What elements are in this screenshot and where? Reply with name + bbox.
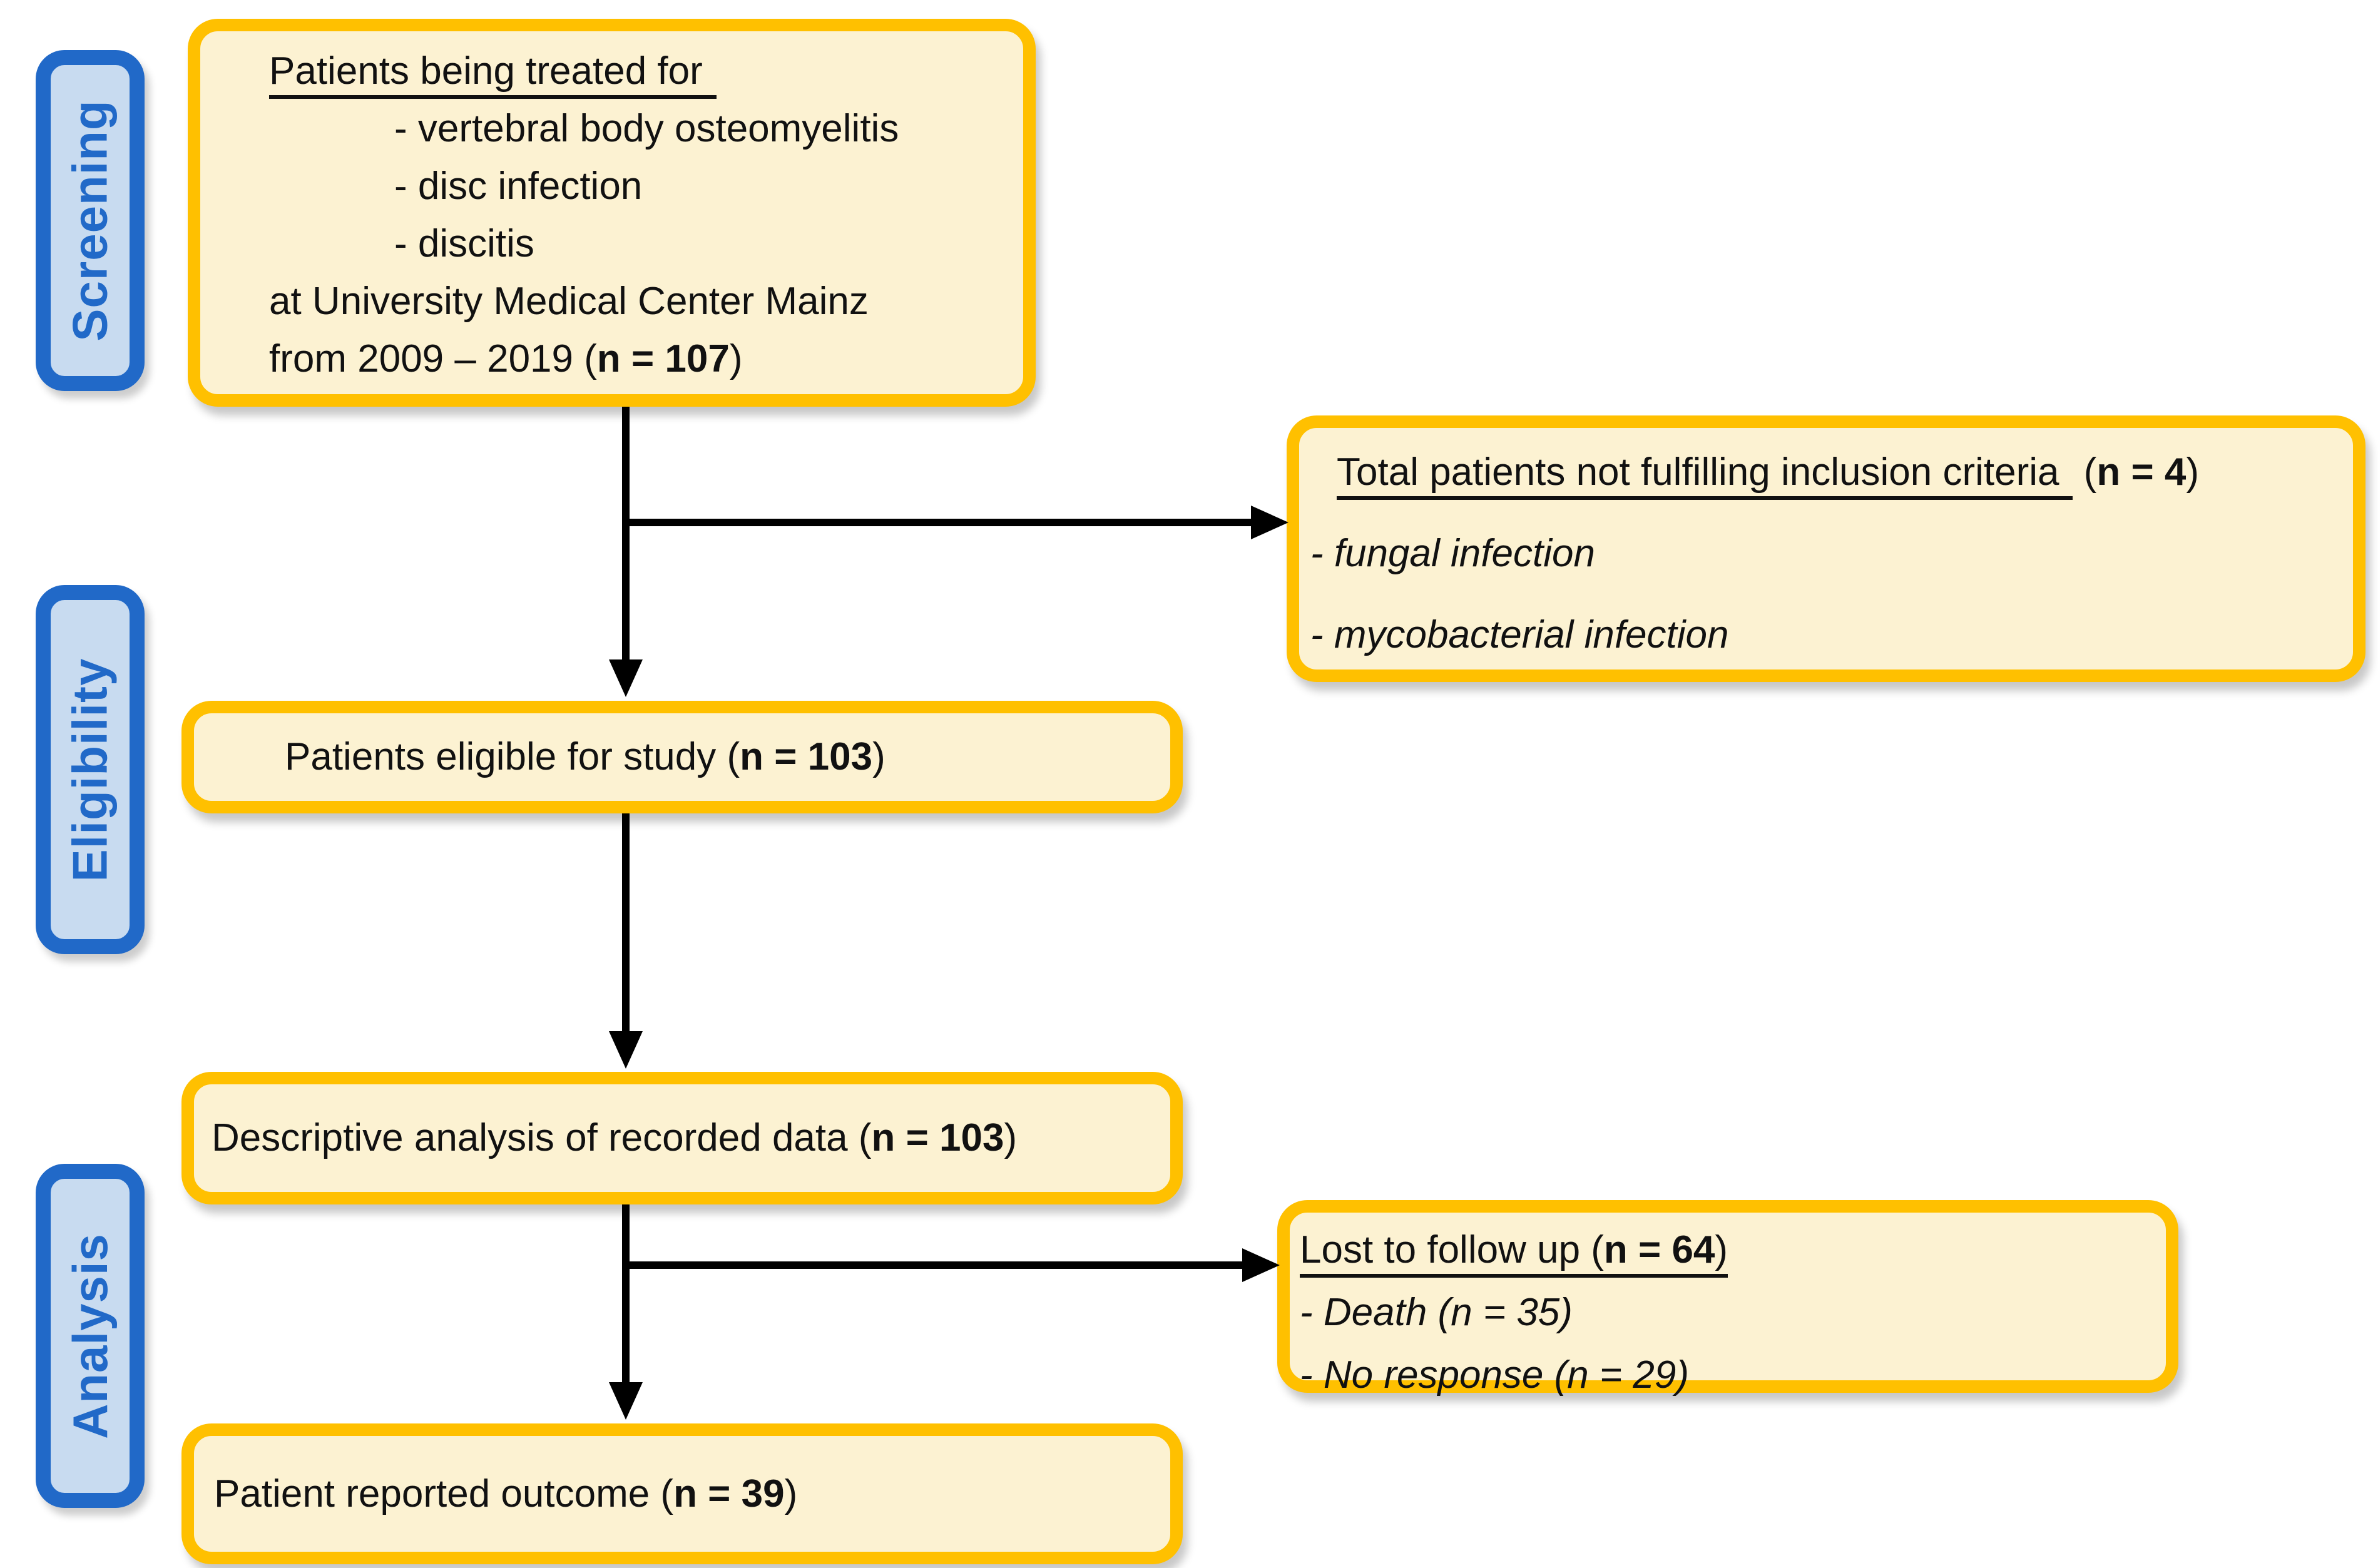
arrow-branch-to-excluded-head-icon <box>1251 506 1289 539</box>
box-patients-eligible: Patients eligible for study (n = 103) <box>181 701 1183 813</box>
n-count: n = 4 <box>2096 451 2187 494</box>
box-patient-reported-outcome: Patient reported outcome (n = 39) <box>181 1423 1183 1564</box>
box-descriptive-analysis: Descriptive analysis of recorded data (n… <box>181 1072 1183 1204</box>
stage-label-analysis-text: Analysis <box>62 1233 118 1439</box>
stage-label-screening: Screening <box>36 50 145 391</box>
arrow-descriptive-to-outcome-head-icon <box>609 1382 643 1420</box>
box-lost-to-follow-up-title: Lost to follow up (n = 64) <box>1300 1219 2153 1281</box>
box-lost-to-follow-up-item: - No response (n = 29) <box>1300 1353 1690 1397</box>
stage-label-screening-text: Screening <box>62 99 118 342</box>
n-count: n = 103 <box>871 1116 1004 1159</box>
box-lost-to-follow-up-item: - Death (n = 35) <box>1300 1291 1573 1334</box>
stage-label-eligibility: Eligibility <box>36 585 145 954</box>
box-patients-treated-item: - disc infection <box>394 165 643 208</box>
box-patients-treated-period: from 2009 – 2019 (n = 107) <box>269 337 743 380</box>
arrow-branch-to-lost-head-icon <box>1242 1248 1280 1282</box>
box-patients-treated-location: at University Medical Center Mainz <box>269 280 869 323</box>
box-lost-to-follow-up: Lost to follow up (n = 64) - Death (n = … <box>1277 1200 2178 1397</box>
arrow-branch-to-lost-line <box>622 1261 1244 1269</box>
box-patients-treated: Patients being treated for - vertebral b… <box>188 19 1036 407</box>
n-count: n = 103 <box>740 735 873 778</box>
arrow-descriptive-to-outcome-line <box>622 1204 630 1385</box>
box-not-fulfilling-criteria-item: - mycobacterial infection <box>1310 613 1729 656</box>
arrow-treated-to-eligible-head-icon <box>609 659 643 697</box>
box-patients-eligible-text: Patients eligible for study (n = 103) <box>285 735 885 778</box>
stage-label-eligibility-text: Eligibility <box>62 658 118 882</box>
n-count: n = 39 <box>673 1472 785 1515</box>
box-not-fulfilling-criteria: Total patients not fulfilling inclusion … <box>1287 415 2365 682</box>
box-descriptive-analysis-text: Descriptive analysis of recorded data (n… <box>212 1116 1018 1159</box>
stage-label-analysis: Analysis <box>36 1164 145 1508</box>
n-count: n = 107 <box>596 337 730 380</box>
arrow-eligible-to-descriptive-head-icon <box>609 1031 643 1069</box>
arrow-treated-to-eligible-line <box>622 407 630 663</box>
box-patients-treated-item: - vertebral body osteomyelitis <box>394 107 899 150</box>
box-not-fulfilling-criteria-title: Total patients not fulfilling inclusion … <box>1337 432 2334 513</box>
box-patients-treated-title: Patients being treated for <box>269 43 1004 100</box>
n-count: n = 64 <box>1603 1228 1715 1271</box>
arrow-eligible-to-descriptive-line <box>622 813 630 1034</box>
arrow-branch-to-excluded-line <box>622 519 1253 526</box>
box-patients-treated-item: - discitis <box>394 222 534 265</box>
box-not-fulfilling-criteria-item: - fungal infection <box>1310 532 1595 575</box>
box-patient-reported-outcome-text: Patient reported outcome (n = 39) <box>214 1472 798 1515</box>
